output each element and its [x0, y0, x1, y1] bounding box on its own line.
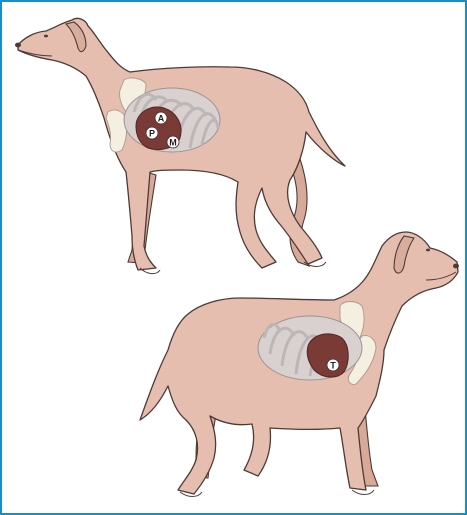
dog1-nose [15, 43, 21, 48]
label-a-marker: A [155, 112, 167, 124]
label-m: M [169, 138, 177, 148]
dog2-eye [426, 249, 430, 252]
label-m-marker: M [167, 136, 179, 148]
label-t-marker: T [327, 359, 339, 371]
dog2-front-paw [352, 490, 374, 495]
dog-left-lateral: P A M [15, 18, 345, 273]
dog2-nose [453, 264, 459, 269]
dog-right-lateral: T [140, 232, 459, 497]
label-t: T [330, 361, 336, 371]
label-p: P [149, 129, 155, 139]
dog1-eye [44, 35, 48, 38]
label-a: A [158, 114, 165, 124]
label-p-marker: P [146, 127, 158, 139]
